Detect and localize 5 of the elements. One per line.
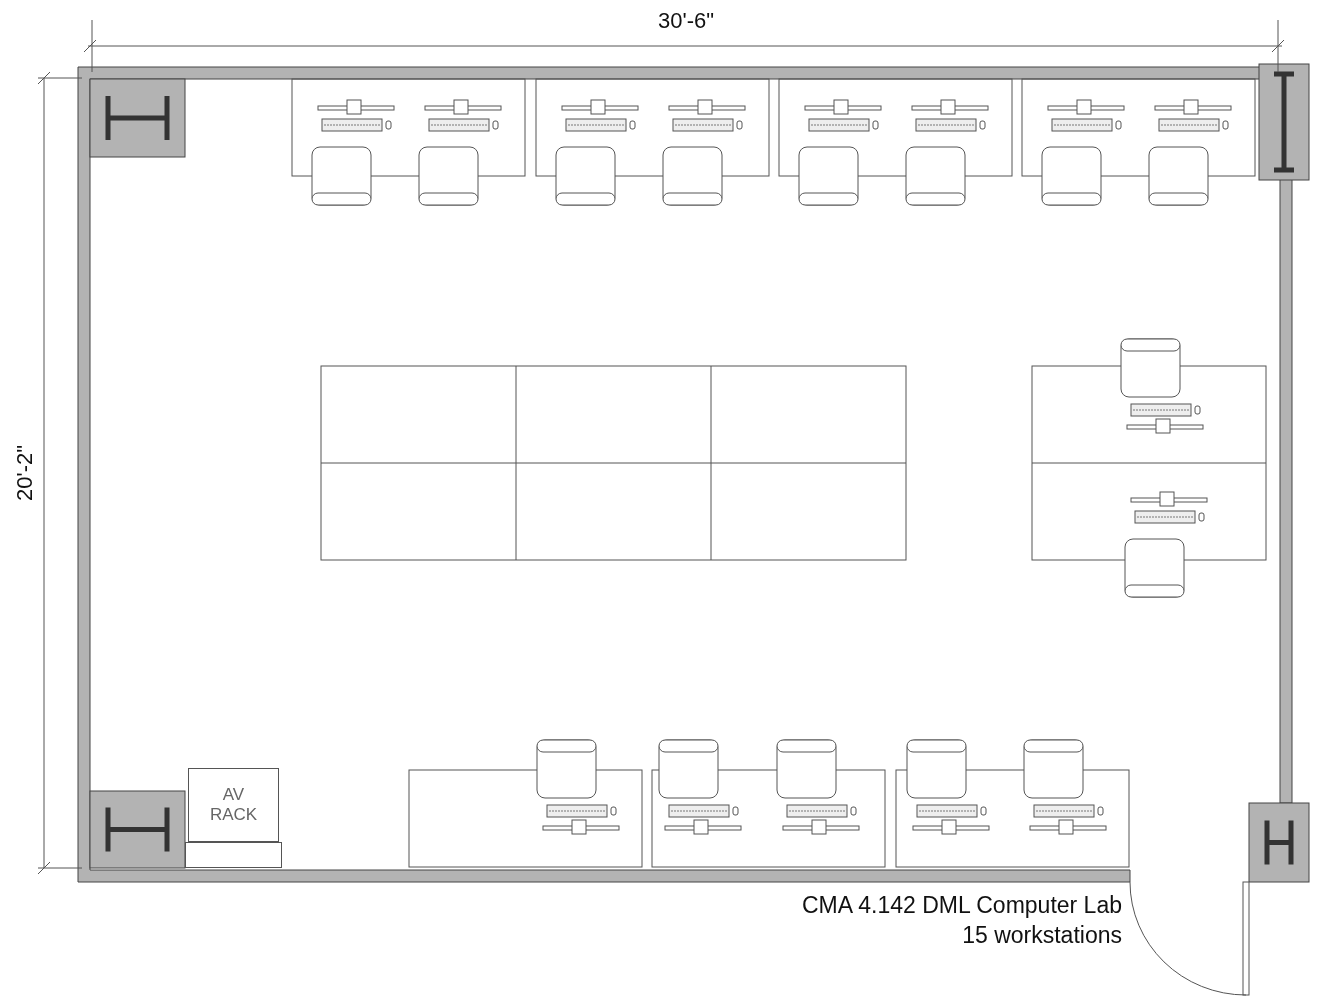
workstation-count: 15 workstations (962, 922, 1122, 949)
av-rack: AV RACK (188, 768, 279, 842)
dimension-text: 20'-2" (12, 444, 38, 504)
rack-base (185, 842, 282, 868)
room-name: CMA 4.142 DML Computer Lab (801, 892, 1122, 919)
